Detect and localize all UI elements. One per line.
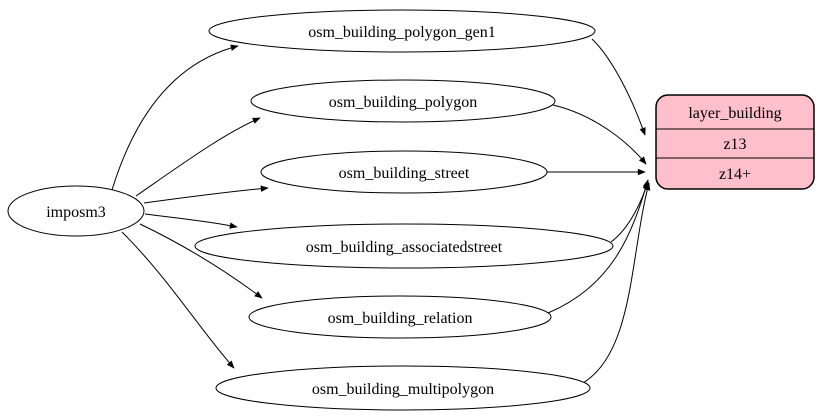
node-osm-building-relation-label: osm_building_relation bbox=[328, 310, 473, 327]
node-osm-building-polygon-gen1: osm_building_polygon_gen1 bbox=[208, 9, 596, 53]
node-osm-building-polygon: osm_building_polygon bbox=[250, 79, 556, 123]
node-osm-building-associatedstreet-shape bbox=[194, 223, 614, 269]
edge-osm-building-polygon-to-layer-building-z14 bbox=[552, 104, 647, 165]
node-osm-building-multipolygon-label: osm_building_multipolygon bbox=[312, 381, 494, 398]
edge-imposm3-to-osm-building-relation bbox=[139, 223, 263, 299]
node-osm-building-relation: osm_building_relation bbox=[248, 295, 552, 339]
node-osm-building-associatedstreet-label: osm_building_associatedstreet bbox=[306, 239, 503, 256]
node-osm-building-associatedstreet: osm_building_associatedstreet bbox=[194, 223, 614, 269]
edge-imposm3-to-osm-building-street bbox=[143, 185, 269, 204]
node-osm-building-street-shape bbox=[260, 150, 548, 194]
edge-osm-building-relation-to-layer-building-z14 bbox=[547, 179, 650, 314]
edge-osm-building-polygon-gen1-to-layer-building-z13 bbox=[591, 38, 646, 136]
edge-imposm3-to-osm-building-associatedstreet bbox=[144, 213, 238, 229]
edge-imposm3-to-osm-building-polygon bbox=[135, 117, 261, 197]
edge-imposm3-to-osm-building-polygon-gen1 bbox=[111, 44, 239, 191]
node-osm-building-street-label: osm_building_street bbox=[339, 165, 470, 182]
edge-imposm3-to-osm-building-multipolygon bbox=[121, 231, 235, 369]
node-osm-building-polygon-gen1-shape bbox=[208, 9, 596, 53]
node-imposm3: imposm3 bbox=[7, 185, 145, 237]
node-imposm3-label: imposm3 bbox=[46, 204, 106, 221]
node-osm-building-multipolygon: osm_building_multipolygon bbox=[215, 365, 591, 411]
node-osm-building-polygon-label: osm_building_polygon bbox=[329, 94, 477, 111]
node-layer-building-row-z14plus: z14+ bbox=[719, 166, 751, 183]
node-imposm3-shape bbox=[7, 185, 145, 237]
node-osm-building-street: osm_building_street bbox=[260, 150, 548, 194]
node-layer-building-row-z13: z13 bbox=[723, 136, 746, 153]
node-osm-building-multipolygon-shape bbox=[215, 365, 591, 411]
node-layer-building-shape bbox=[655, 94, 815, 190]
node-layer-building-title: layer_building bbox=[688, 105, 781, 122]
edge-osm-building-multipolygon-to-layer-building-z14 bbox=[582, 182, 651, 384]
node-osm-building-relation-shape bbox=[248, 295, 552, 339]
node-osm-building-polygon-gen1-label: osm_building_polygon_gen1 bbox=[308, 24, 496, 41]
node-osm-building-polygon-shape bbox=[250, 79, 556, 123]
node-layer-building: layer_building z13 z14+ bbox=[655, 94, 815, 190]
